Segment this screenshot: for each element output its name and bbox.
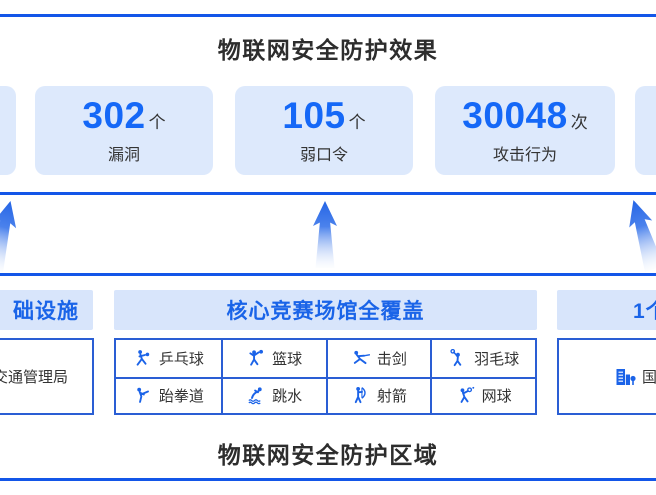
- venue-cell-tennis: 网球: [430, 376, 535, 413]
- stat-unit: 个: [348, 112, 366, 132]
- count-card-body: 国: [557, 338, 656, 415]
- basketball-icon: [246, 349, 265, 368]
- fencing-icon: [351, 349, 370, 368]
- infrastructure-card-body: 交通管理局: [0, 338, 94, 415]
- stat-label: 攻击行为: [492, 146, 557, 164]
- infrastructure-card-header: 础设施: [0, 290, 93, 330]
- bottom-section-title: 物联网安全防护区域: [217, 442, 439, 468]
- bottom-rule-line: [0, 478, 656, 481]
- table-tennis-icon: [133, 349, 152, 368]
- stat-value-row: 302 个: [82, 97, 165, 134]
- flow-arrows: [0, 200, 656, 273]
- venue-cell-basketball: 篮球: [220, 340, 326, 377]
- stat-card-weak-passwords: 105 个 弱口令: [235, 86, 413, 175]
- archery-icon: [351, 386, 370, 405]
- venue-label: 射箭: [376, 388, 407, 406]
- stat-label: 弱口令: [299, 146, 348, 164]
- venue-label: 击剑: [376, 350, 407, 368]
- building-icon: [613, 365, 637, 389]
- stat-card-attacks: 30048 次 攻击行为: [435, 86, 615, 175]
- venue-label: 篮球: [272, 350, 303, 368]
- lower-middle-rule-line: [0, 273, 656, 276]
- stat-card-partial-right: [635, 86, 656, 175]
- venue-label: 跆拳道: [158, 388, 204, 406]
- taekwondo-icon: [133, 386, 152, 405]
- venue-cell-badminton: 羽毛球: [430, 340, 535, 377]
- stat-card-vulnerabilities: 302 个 漏洞: [35, 86, 213, 175]
- tennis-icon: [456, 386, 475, 405]
- venue-cell-fencing: 击剑: [325, 340, 431, 377]
- venue-cell-archery: 射箭: [325, 376, 431, 413]
- stat-label: 漏洞: [107, 146, 140, 164]
- infrastructure-label: 交通管理局: [0, 369, 68, 386]
- top-rule-line: [0, 14, 656, 17]
- count-card-header: 1个: [557, 290, 656, 330]
- badminton-icon: [448, 348, 467, 368]
- up-arrow-right: [629, 200, 656, 272]
- venues-card-header: 核心竞赛场馆全覆盖: [114, 290, 537, 330]
- up-arrow-left: [0, 201, 17, 273]
- diving-icon: [246, 386, 265, 405]
- venues-grid: 乒乓球 篮球 击剑 羽毛球跆拳道 跳水 射箭 网球: [114, 338, 537, 415]
- stat-value-row: 105 个: [282, 97, 365, 134]
- venue-label: 乒乓球: [158, 350, 204, 368]
- stat-card-partial-left: [0, 86, 16, 175]
- top-section-title: 物联网安全防护效果: [217, 37, 439, 63]
- stat-value: 30048: [462, 94, 568, 136]
- venue-cell-taekwondo: 跆拳道: [116, 376, 221, 414]
- stat-value-row: 30048 次: [462, 97, 587, 134]
- stat-value: 302: [82, 94, 146, 136]
- stat-unit: 个: [148, 112, 166, 132]
- stat-value: 105: [282, 94, 346, 136]
- venue-label: 跳水: [272, 388, 303, 406]
- stat-unit: 次: [570, 112, 588, 132]
- venue-label: 羽毛球: [474, 350, 520, 368]
- count-card-label: 国: [642, 369, 656, 386]
- venue-label: 网球: [481, 388, 512, 406]
- venue-cell-table-tennis: 乒乓球: [116, 340, 221, 377]
- venue-cell-diving: 跳水: [220, 376, 326, 413]
- up-arrow-middle: [313, 201, 337, 268]
- upper-middle-rule-line: [0, 192, 656, 195]
